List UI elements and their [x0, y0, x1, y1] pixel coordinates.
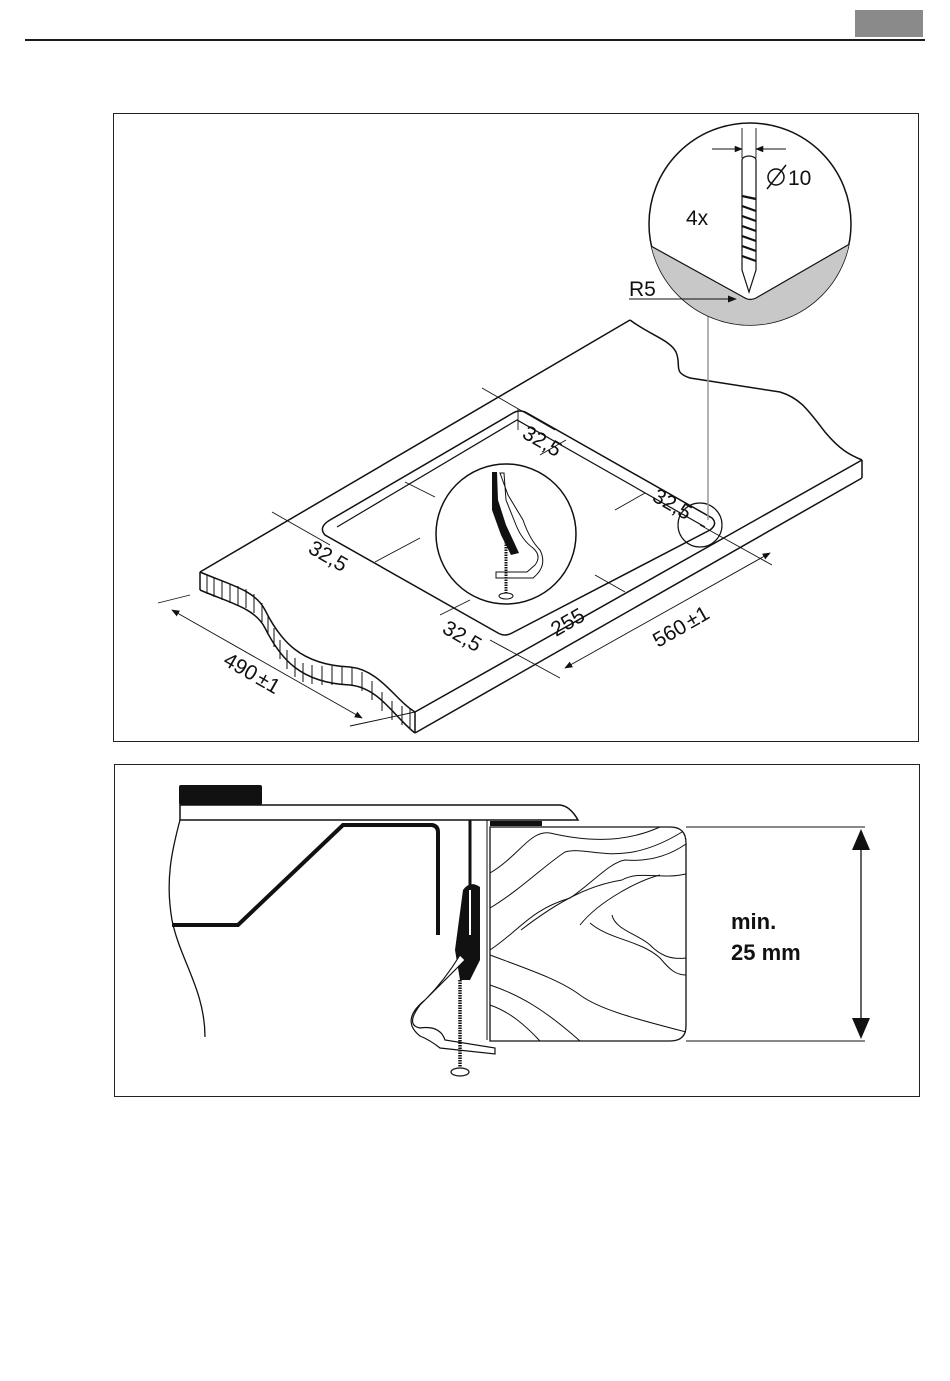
- arrow-down-icon: [852, 1018, 870, 1039]
- dimension-lines: [157, 387, 773, 727]
- arrow-up-icon: [852, 829, 870, 850]
- hob-body: [168, 819, 440, 1038]
- page-section-tab: [855, 10, 923, 37]
- diameter-label: 10: [788, 167, 811, 190]
- thickness-dimension: min. 25 mm: [686, 826, 870, 1042]
- drill-count-label: 4x: [686, 207, 709, 230]
- diameter-icon: [766, 164, 787, 190]
- header-rule: [25, 39, 925, 41]
- clamp-inset: [435, 463, 577, 605]
- worktop-section: [489, 826, 687, 1042]
- radius-label: R5: [629, 278, 656, 301]
- thickness-label-value: 25 mm: [731, 940, 801, 965]
- hob-plate: [179, 785, 580, 821]
- mounting-bracket: [410, 820, 542, 1077]
- thickness-label-min: min.: [731, 909, 776, 934]
- corner-detail-marker: [677, 502, 723, 548]
